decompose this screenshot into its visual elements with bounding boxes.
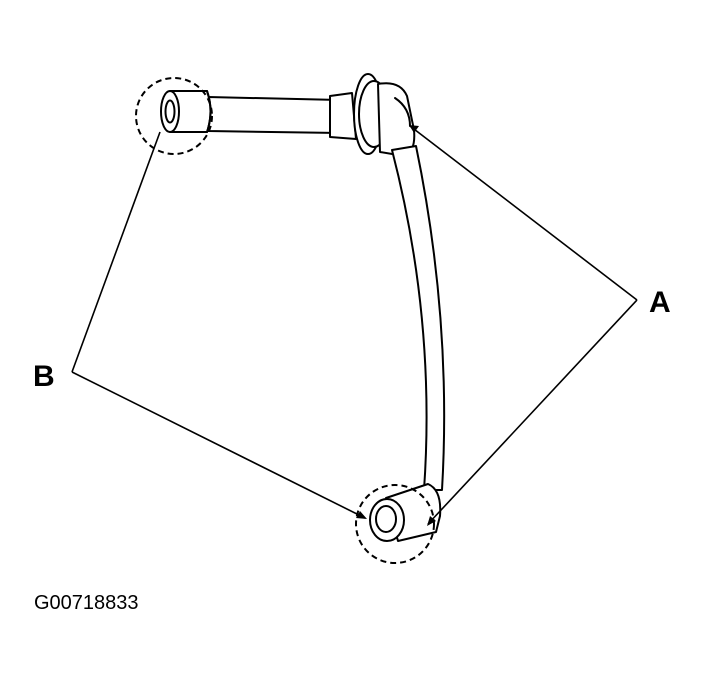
lower-elbow-fitting (369, 483, 442, 542)
arrowhead-a-lower (427, 516, 436, 526)
leader-b-lower (71, 371, 366, 519)
leader-a-upper (409, 125, 638, 301)
leader-b-upper (71, 131, 161, 373)
curved-rod (391, 145, 446, 491)
arrowhead-b-lower (356, 511, 367, 519)
upper-elbow-fitting (353, 73, 416, 157)
tube-collar (329, 92, 357, 140)
callout-label-b: B (33, 360, 55, 393)
lower-dashed-highlight (355, 484, 435, 564)
left-sleeve-fitting (160, 90, 212, 133)
callout-label-a: A (649, 286, 671, 319)
horizontal-tube (207, 96, 341, 134)
figure-id: G00718833 (34, 592, 139, 614)
upper-dashed-highlight (135, 77, 213, 155)
arrowhead-a-upper (409, 125, 419, 133)
leader-a-lower (427, 299, 638, 525)
